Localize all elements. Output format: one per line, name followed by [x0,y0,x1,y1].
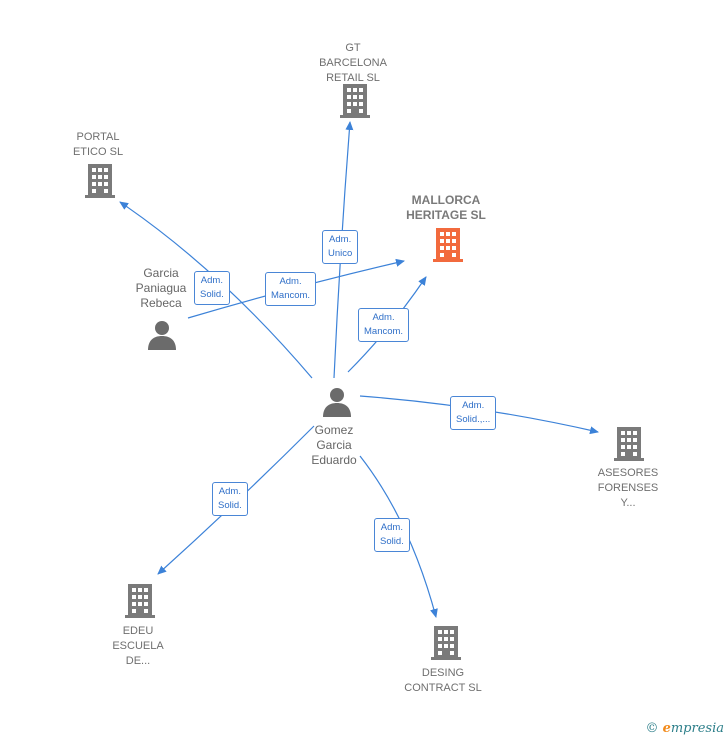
node-label-line: EDEU [122,625,154,637]
garcia-paniagua-person-icon[interactable] [148,321,176,350]
edge-label-line: Adm. [218,486,241,497]
node-label-line: BARCELONA [319,57,387,69]
edge-label-mallorca[interactable]: Adm. Mancom. [358,308,410,342]
gt-barcelona-building-icon[interactable] [340,84,370,118]
edge-label-line: Adm. [462,400,485,411]
asesores-label[interactable]: ASESORES FORENSES Y... [598,466,659,511]
node-label-line: ESCUELA [112,640,164,652]
edge-label-desing[interactable]: Adm. Solid. [374,518,410,552]
node-label-line: PORTAL [76,131,120,143]
node-label-line: ETICO SL [72,146,124,158]
node-label-line: Y... [620,497,636,509]
node-label-line: DESING [421,667,465,679]
desing-building-icon[interactable] [431,626,461,660]
mallorca-building-icon[interactable] [433,228,463,262]
edge-label-edeu[interactable]: Adm. Solid. [212,482,248,516]
edge-label-line: Solid. [200,289,224,300]
node-label-line: RETAIL SL [326,72,380,84]
node-label-line: Garcia [143,266,179,280]
edge-label-line: Adm. [279,276,302,287]
edge-label-portal_etico[interactable]: Adm. Solid. [194,271,230,305]
edge-label-asesores[interactable]: Adm. Solid.,... [450,396,497,430]
edeu-label[interactable]: EDEU ESCUELA DE... [112,624,163,669]
edge-label-line: Unico [328,248,353,259]
node-label-line: HERITAGE SL [406,208,486,222]
copyright-symbol: © [645,721,659,736]
node-label-line: Eduardo [311,453,357,467]
icons-layer [85,84,644,660]
node-label-line: FORENSES [597,482,659,494]
edge-label-line: Mancom. [364,326,404,337]
edge-label-mallorca[interactable]: Adm. Mancom. [265,272,317,306]
node-label-line: ASESORES [597,467,659,479]
edge-label-line: Adm. [329,234,352,245]
edge-label-line: Adm. [380,522,403,533]
edge-label-line: Solid.,... [456,414,491,425]
edge-label-line: Solid. [218,500,242,511]
portal-etico-label[interactable]: PORTAL ETICO SL [73,130,123,160]
node-label-line: Rebeca [140,296,182,310]
node-label-line: MALLORCA [411,193,481,207]
edge-label-gt_barcelona[interactable]: Adm. Unico [322,230,359,264]
asesores-building-icon[interactable] [614,427,644,461]
edeu-building-icon[interactable] [125,584,155,618]
node-label-line: Garcia [316,438,352,452]
edge-label-line: Mancom. [271,290,311,301]
edge-label-line: Solid. [380,536,404,547]
portal-etico-building-icon[interactable] [85,164,115,198]
empresia-brand: © empresia [645,721,724,736]
brand-initial: e [662,721,671,736]
brand-name: mpresia [670,721,724,736]
node-label-line: GT [345,42,361,54]
gomez-garcia-person-icon[interactable] [323,388,351,417]
desing-label[interactable]: DESING CONTRACT SL [404,666,481,696]
node-label-line: Gomez [314,423,354,437]
edge-label-line: Adm. [200,275,223,286]
edges-layer [119,121,599,618]
node-label-line: CONTRACT SL [404,682,482,694]
node-label-line: Paniagua [135,281,187,295]
edge-label-line: Adm. [372,312,395,323]
gt-barcelona-label[interactable]: GT BARCELONA RETAIL SL [319,41,387,86]
node-label-line: DE... [125,655,151,667]
